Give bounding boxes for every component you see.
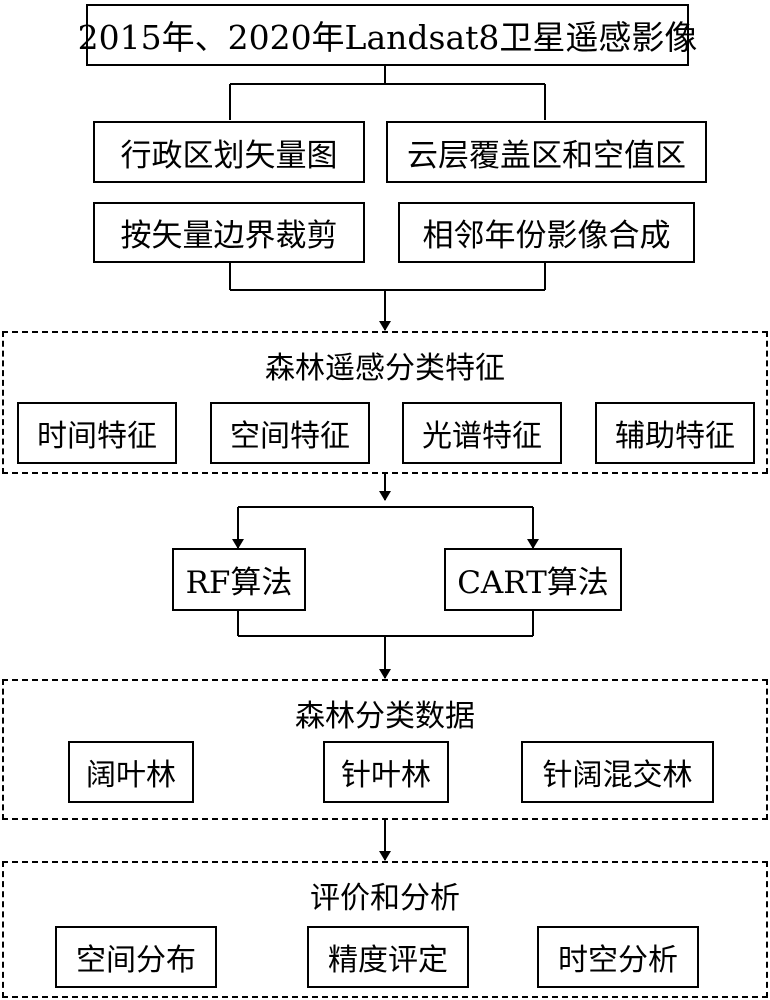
features-group: 森林遥感分类特征 xyxy=(2,331,768,474)
eval-accuracy-assessment: 精度评定 xyxy=(307,926,469,988)
classification-group: 森林分类数据 xyxy=(2,679,768,820)
classification-title: 森林分类数据 xyxy=(295,699,475,734)
source-imagery-box: 2015年、2020年Landsat8卫星遥感影像 xyxy=(78,4,697,66)
feature-time: 时间特征 xyxy=(17,402,177,464)
features-title: 森林遥感分类特征 xyxy=(265,351,505,386)
feature-auxiliary: 辅助特征 xyxy=(595,402,755,464)
rf-algorithm-box: RF算法 xyxy=(172,548,306,611)
evaluation-title: 评价和分析 xyxy=(310,881,460,916)
vector-clip-box: 按矢量边界裁剪 xyxy=(93,202,365,263)
eval-spatial-distribution: 空间分布 xyxy=(55,926,217,988)
evaluation-group: 评价和分析 xyxy=(2,861,768,998)
class-coniferous: 针叶林 xyxy=(323,741,449,803)
feature-spectral: 光谱特征 xyxy=(402,402,562,464)
cart-algorithm-box: CART算法 xyxy=(444,548,622,611)
cloud-nodata-box: 云层覆盖区和空值区 xyxy=(386,121,707,183)
feature-space: 空间特征 xyxy=(210,402,370,464)
admin-vector-box: 行政区划矢量图 xyxy=(93,121,365,183)
adjacent-year-composite-box: 相邻年份影像合成 xyxy=(398,202,695,263)
class-broadleaf: 阔叶林 xyxy=(68,741,194,803)
eval-spatiotemporal-analysis: 时空分析 xyxy=(537,926,699,988)
class-mixed: 针阔混交林 xyxy=(521,741,714,803)
